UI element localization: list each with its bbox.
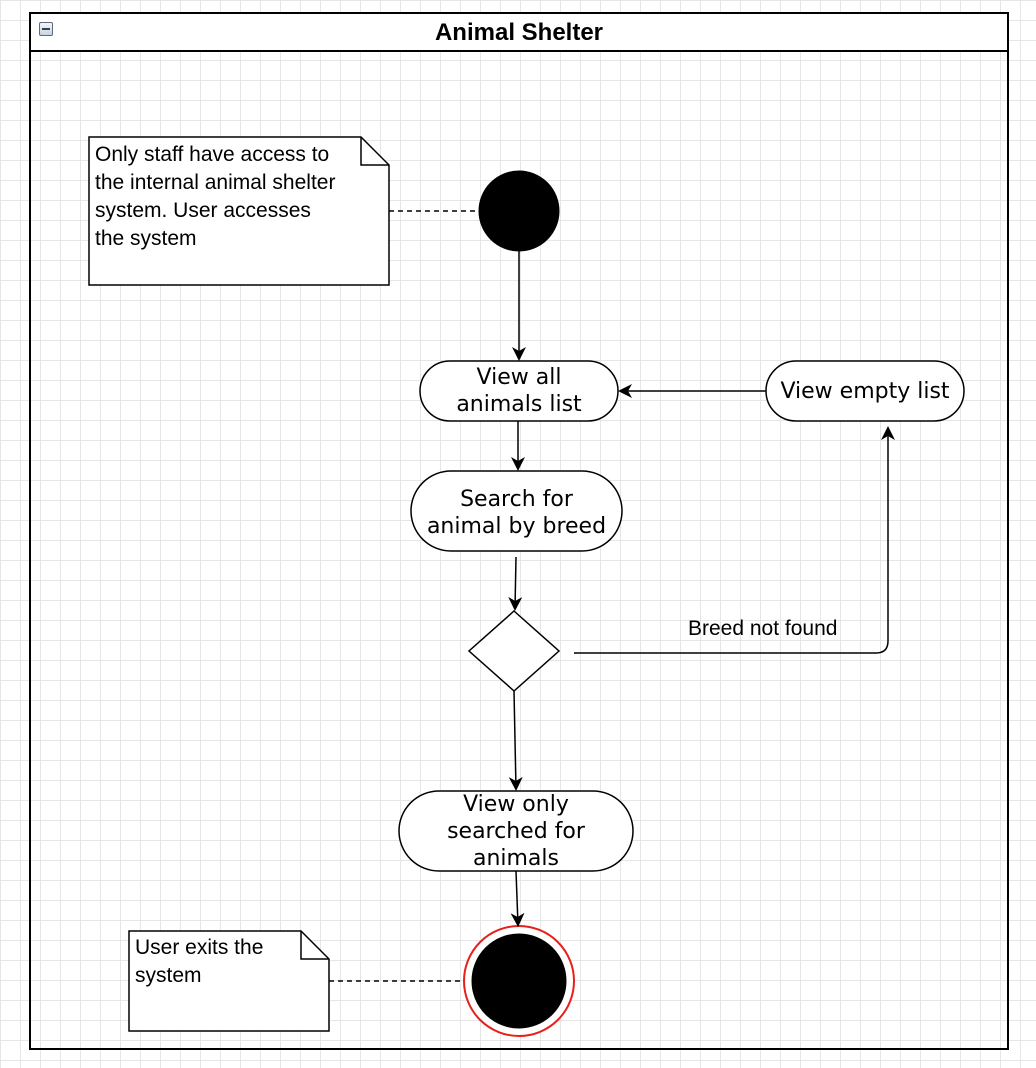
breed-not-found-label: Breed not found (688, 617, 838, 640)
view-searched-label: View only searched for animals (447, 791, 585, 871)
edge-decision-to-view-searched (508, 690, 523, 791)
end-note-text: User exits the system (135, 936, 264, 987)
collapse-icon[interactable] (39, 22, 53, 36)
start-note-text: Only staff have access to the internal a… (95, 143, 336, 250)
decision-node[interactable] (467, 609, 561, 693)
end-note-shape[interactable] (128, 930, 330, 1032)
edge-view-searched-to-final (510, 870, 525, 927)
diagram-title: Animal Shelter (434, 19, 604, 46)
view-all-label: View all animals list (456, 365, 582, 417)
start-note-fold (360, 137, 389, 166)
search-label: Search for animal by breed (426, 487, 607, 539)
edge-decision-breed-not-found (574, 426, 895, 654)
initial-node[interactable] (478, 170, 560, 252)
final-node-core (471, 933, 567, 1029)
end-note-fold (300, 931, 329, 960)
activity-search-by-breed[interactable] (410, 470, 623, 552)
start-note-shape[interactable] (88, 136, 390, 286)
view-empty-label: View empty list (780, 378, 950, 404)
edge-search-to-decision (508, 556, 523, 611)
frame-header (29, 12, 1009, 52)
